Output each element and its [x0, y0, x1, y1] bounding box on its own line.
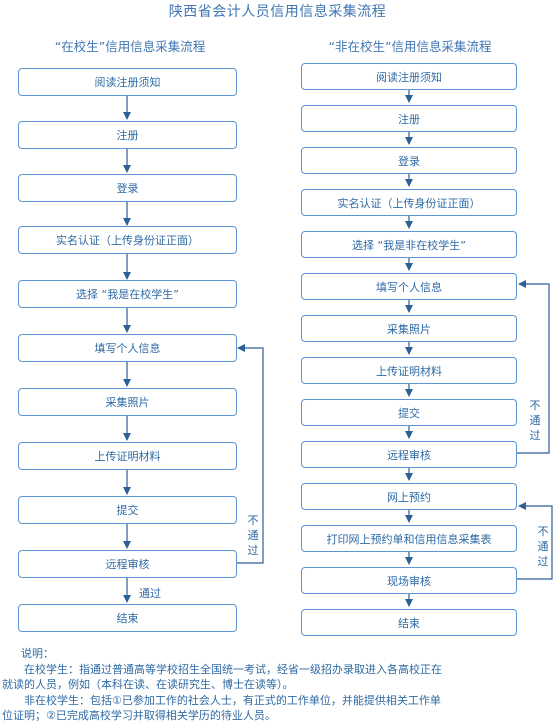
right-reject-label-1: 不通过 [529, 399, 541, 442]
description-line-4: 位证明；②已完成高校学习并取得相关学历的待业人员。 [2, 709, 276, 722]
left-step-select-student: 选择 “我是在校学生” [18, 280, 237, 308]
right-step-onsite-review: 现场审核 [301, 567, 517, 594]
left-reject-label: 不通过 [247, 514, 259, 557]
right-reject-label-2: 不通过 [537, 525, 549, 568]
right-step-select-non-student: 选择 “我是非在校学生” [301, 231, 517, 258]
right-flow-heading: “非在校生”信用信息采集流程 [328, 39, 492, 54]
left-step-real-name: 实名认证（上传身份证正面） [18, 226, 237, 254]
right-step-fill-info: 填写个人信息 [301, 273, 517, 300]
description-line-1: 在校学生：指通过普通高等学校招生全国统一考试，经省一级招办录取进入各高校正在 [24, 662, 442, 676]
left-step-upload-proof: 上传证明材料 [18, 442, 237, 470]
left-step-read-notice: 阅读注册须知 [18, 68, 237, 96]
right-step-register: 注册 [301, 105, 517, 132]
right-step-remote-review: 远程审核 [301, 441, 517, 468]
left-pass-label: 通过 [139, 587, 161, 600]
left-step-login: 登录 [18, 174, 237, 202]
left-step-fill-info: 填写个人信息 [18, 334, 237, 362]
left-step-register: 注册 [18, 121, 237, 149]
right-step-online-booking: 网上预约 [301, 483, 517, 510]
description-line-3: 非在校学生：包括①已参加工作的社会人士，有正式的工作单位，并能提供相关工作单 [24, 693, 441, 707]
page-title: 陕西省会计人员信用信息采集流程 [168, 4, 387, 20]
right-step-photo: 采集照片 [301, 315, 517, 342]
right-step-read-notice: 阅读注册须知 [301, 63, 517, 90]
right-step-submit: 提交 [301, 399, 517, 426]
description-line-2: 就读的人员，例如（本科在读、在读研究生、博士在读等）。 [2, 678, 294, 691]
right-step-real-name: 实名认证（上传身份证正面） [301, 189, 517, 216]
left-flow-heading: “在校生”信用信息采集流程 [54, 39, 206, 54]
left-step-remote-review: 远程审核 [18, 550, 237, 578]
right-step-print-forms: 打印网上预约单和信用信息采集表 [301, 525, 517, 552]
description-heading: 说明： [21, 647, 54, 660]
description: 说明： 在校学生：指通过普通高等学校招生全国统一考试，经省一级招办录取进入各高校… [2, 646, 555, 724]
left-step-end: 结束 [18, 604, 237, 632]
right-reject-loop-2 [517, 502, 553, 580]
right-step-upload-proof: 上传证明材料 [301, 357, 517, 384]
right-reject-loop-1 [517, 280, 550, 454]
left-step-submit: 提交 [18, 496, 237, 524]
right-step-login: 登录 [301, 147, 517, 174]
right-step-end: 结束 [301, 609, 517, 636]
left-step-photo: 采集照片 [18, 388, 237, 416]
left-reject-loop [236, 344, 264, 564]
